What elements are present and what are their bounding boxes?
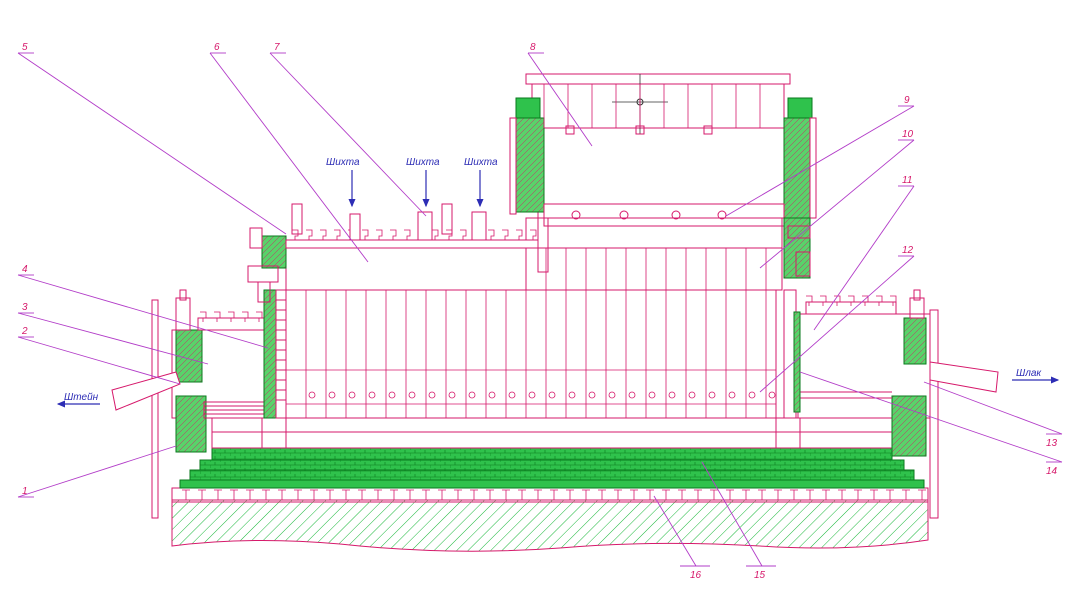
matte-tap-pipe — [111, 371, 181, 411]
callout-12: 12 — [902, 245, 914, 256]
leader-lines — [17, 52, 1063, 567]
callout-5: 5 — [22, 42, 28, 53]
callout-1: 1 — [22, 486, 28, 497]
matte-label: Штейн — [64, 392, 99, 403]
roof-frame — [247, 209, 549, 303]
hearth-bath — [211, 417, 893, 449]
furnace-grid-lines — [286, 248, 776, 418]
slag-tap-pipe — [929, 361, 999, 393]
callout-4: 4 — [22, 264, 28, 275]
callout-10: 10 — [902, 129, 914, 140]
uptake-chamber — [509, 73, 817, 279]
callout-3: 3 — [22, 302, 28, 313]
left-end-chamber — [151, 289, 271, 519]
uptake-details — [543, 84, 761, 220]
callout-2: 2 — [21, 326, 28, 337]
charge-chutes — [291, 203, 487, 241]
hearth-refractory — [179, 447, 925, 489]
callout-14: 14 — [1046, 466, 1058, 477]
right-wall-lining — [783, 289, 801, 419]
slag-label: Шлак — [1016, 368, 1042, 379]
main-furnace-body — [285, 217, 783, 419]
callout-9: 9 — [904, 95, 910, 106]
support-beams — [182, 489, 926, 501]
left-side-wall-lining — [263, 289, 287, 419]
charge-label-1: Шихта — [326, 157, 360, 168]
charge-label-2: Шихта — [406, 157, 440, 168]
callout-8: 8 — [530, 42, 536, 53]
callout-6: 6 — [214, 42, 220, 53]
callout-15: 15 — [754, 570, 766, 581]
callout-11: 11 — [902, 175, 912, 186]
foundation — [171, 487, 929, 552]
right-end-chamber — [797, 289, 939, 519]
callout-16: 16 — [690, 570, 702, 581]
charge-label-3: Шихта — [464, 157, 498, 168]
callout-13: 13 — [1046, 438, 1058, 449]
flow-arrows — [56, 170, 1060, 408]
callout-7: 7 — [274, 42, 280, 53]
